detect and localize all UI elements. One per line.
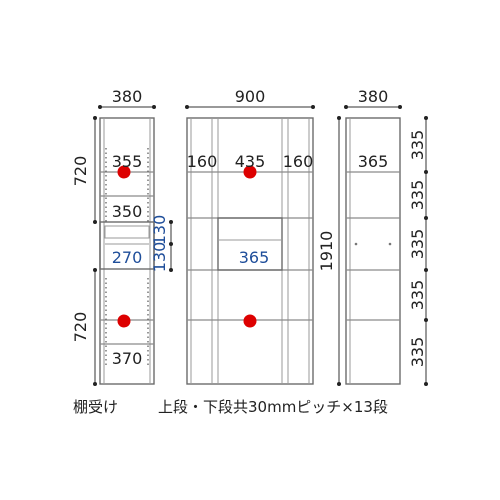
dimension-end-dot [424,170,428,174]
front-drawer-width-label: 365 [239,248,270,267]
left-drawer-front [104,225,150,239]
shelf-pitch-note: 上段・下段共30mmピッチ×13段 [158,398,388,416]
left-drawer-box [99,221,155,270]
dimension-end-dot [93,116,97,120]
hardware-hole [354,242,358,246]
dimension-end-dot [169,220,173,224]
pitch-label-5: 335 [408,337,427,368]
dimension-end-dot [169,242,173,246]
dimension-end-dot [424,216,428,220]
left-lower-height-label: 720 [71,312,90,343]
side-view: 380 365 1910 335 335 335 335 335 [317,87,428,386]
dimension-end-dot [337,116,341,120]
left-column-label: 160 [187,152,218,171]
front-width-label: 900 [235,87,266,106]
dimension-end-dot [185,105,189,109]
left-drawer-inner-label: 270 [112,248,143,267]
left-inner-upper-label: 355 [112,152,143,171]
left-inner-lower-label: 370 [112,349,143,368]
left-inner-middle-label: 350 [112,202,143,221]
front-view: 900 160 435 160 365 [185,87,315,385]
drawer-height-label-b: 130 [150,242,169,273]
dimension-end-dot [93,220,97,224]
shelf-support-note: 棚受け [73,398,118,416]
dimension-end-dot [398,105,402,109]
side-width-label: 380 [358,87,389,106]
dimension-end-dot [344,105,348,109]
dimension-end-dot [152,105,156,109]
dimension-end-dot [424,268,428,272]
hardware-hole [388,242,392,246]
dimension-end-dot [98,105,102,109]
side-inner-depth-label: 365 [358,152,389,171]
shelf-peg-marker [117,314,131,328]
side-view-outline [345,117,401,385]
dimension-end-dot [93,382,97,386]
dimension-end-dot [424,318,428,322]
drawer-height-label-a: 130 [150,215,169,246]
left-upper-height-label: 720 [71,156,90,187]
pitch-label-1: 335 [408,130,427,161]
dimension-end-dot [169,268,173,272]
center-column-label: 435 [235,152,266,171]
shelf-peg-marker [243,314,257,328]
pitch-label-4: 335 [408,280,427,311]
front-view-outline [186,117,314,385]
pitch-label-2: 335 [408,180,427,211]
dimension-end-dot [424,116,428,120]
shelf-peg-marker [117,165,131,179]
dimension-end-dot [424,382,428,386]
left-width-label: 380 [112,87,143,106]
dimension-end-dot [93,268,97,272]
pitch-label-3: 335 [408,229,427,260]
dimension-end-dot [337,382,341,386]
right-column-label: 160 [283,152,314,171]
front-drawer-box [217,217,283,271]
dimension-end-dot [311,105,315,109]
shelf-peg-marker [243,165,257,179]
total-height-label: 1910 [317,231,336,272]
left-view: 380 355 350 270 370 720 [71,87,173,386]
